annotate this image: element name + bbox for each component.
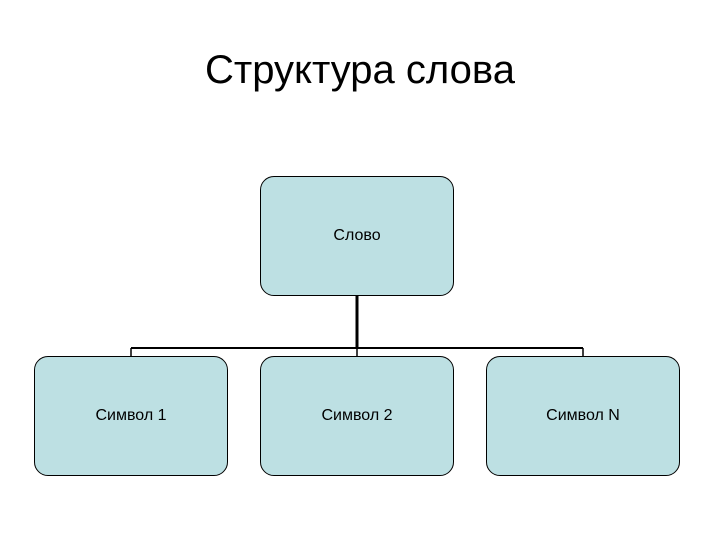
node-root: Слово	[260, 176, 454, 296]
node-child-3-label: Символ N	[546, 407, 620, 424]
node-root-label: Слово	[333, 227, 381, 244]
node-child-3: Символ N	[486, 356, 680, 476]
slide-title: Структура слова	[205, 48, 515, 92]
node-child-1: Символ 1	[34, 356, 228, 476]
node-child-2-label: Символ 2	[321, 407, 393, 424]
node-child-2: Символ 2	[260, 356, 454, 476]
node-child-1-label: Символ 1	[95, 407, 167, 424]
